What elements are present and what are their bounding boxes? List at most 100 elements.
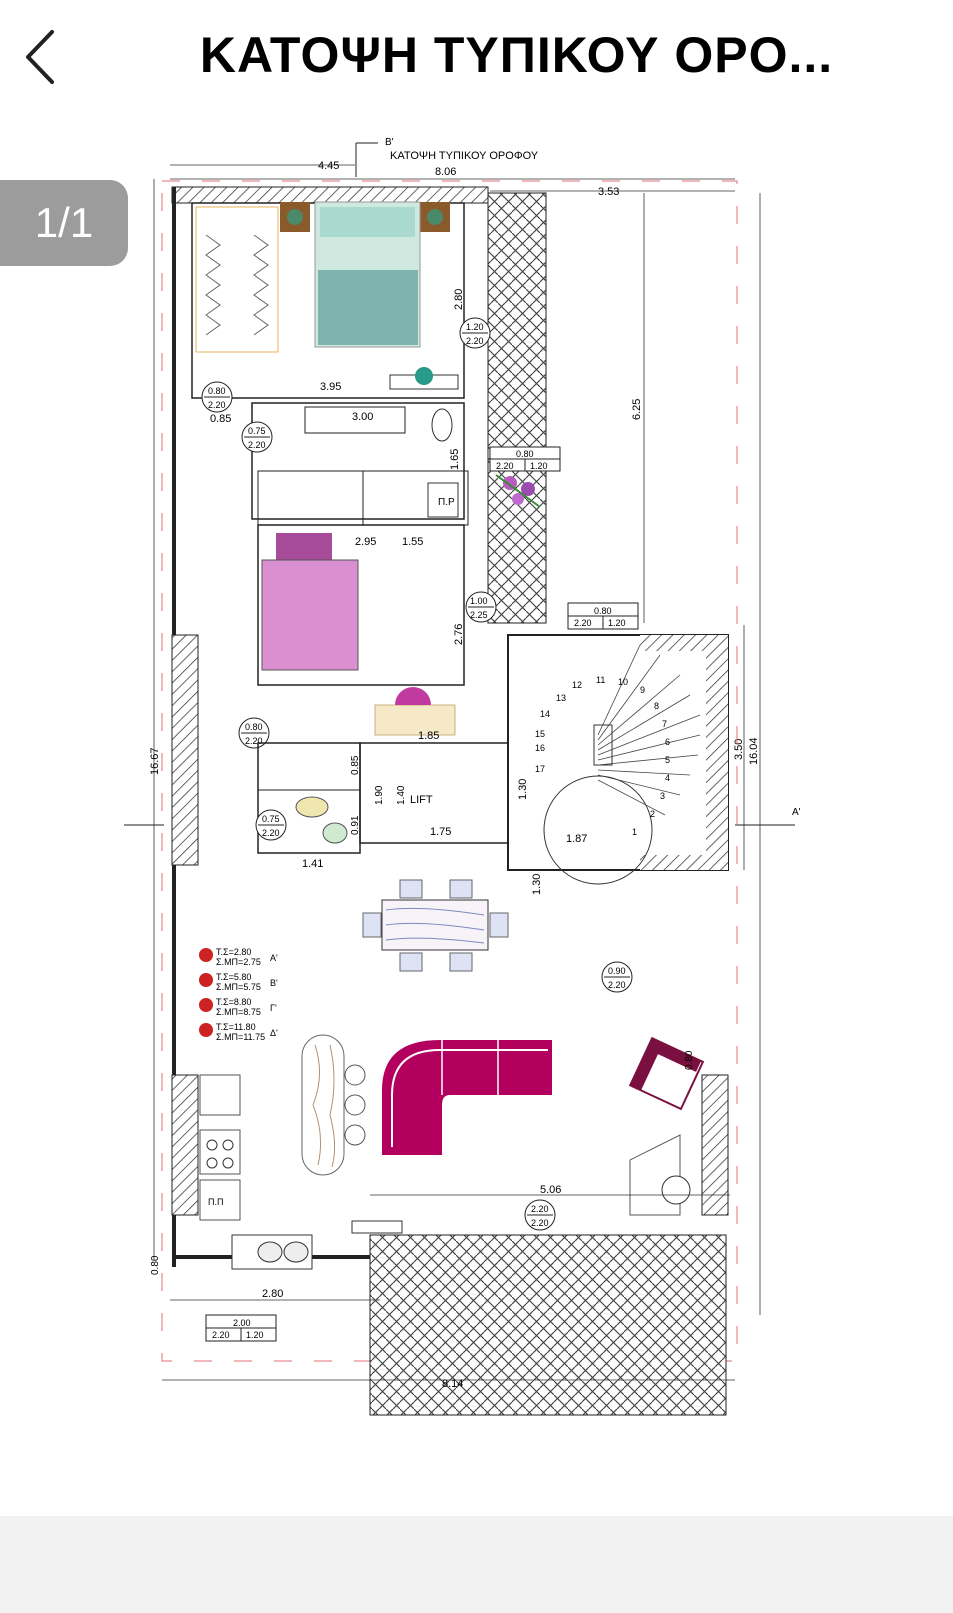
svg-text:Γ': Γ' [270,1003,277,1013]
dim-bedroom-width: 3.95 [320,381,341,393]
svg-text:Σ.ΜΠ=8.75: Σ.ΜΠ=8.75 [216,1007,261,1017]
dim-bottom-814: 8.14 [442,1378,463,1390]
stair-step: 16 [535,743,545,753]
svg-text:0.80: 0.80 [594,606,612,616]
svg-text:Β': Β' [270,978,278,988]
svg-text:1.20: 1.20 [608,618,626,628]
dim-living-080: 0.80 [684,1050,695,1070]
dim-lift-190: 1.90 [374,785,385,805]
dim-top-left: 4.45 [318,160,339,172]
dim-bottom-280: 2.80 [262,1288,283,1300]
stair-step: 8 [654,701,659,711]
dim-bath-width: 3.00 [352,411,373,423]
svg-text:2.20: 2.20 [531,1204,549,1214]
svg-text:1.20: 1.20 [246,1330,264,1340]
dim-corr-185: 1.85 [418,730,439,742]
svg-text:1.00: 1.00 [470,596,488,606]
section-a-label: Α' [792,807,801,818]
svg-text:1.20: 1.20 [466,322,484,332]
svg-text:Α': Α' [270,953,278,963]
svg-text:2.25: 2.25 [470,610,488,620]
dim-stair-130: 1.30 [517,779,529,800]
svg-text:Σ.ΜΠ=2.75: Σ.ΜΠ=2.75 [216,957,261,967]
svg-text:0.80: 0.80 [516,449,534,459]
image-counter-badge: 1/1 [0,180,128,266]
svg-text:2.20: 2.20 [248,440,266,450]
window-spec-box: 0.80 2.20 1.20 [567,602,639,630]
opening-tag: 0.90 2.20 [601,961,633,993]
stair-step: 12 [572,680,582,690]
svg-text:2.20: 2.20 [262,828,280,838]
svg-text:0.80: 0.80 [245,722,263,732]
level-legend: Τ.Σ=2.80 Σ.ΜΠ=2.75 Α' Τ.Σ=5.80 Σ.ΜΠ=5.75… [199,947,278,1042]
dim-room2-height: 2.76 [453,624,465,645]
opening-tag: 0.80 2.20 [201,381,233,413]
stair-step: 5 [665,755,670,765]
dim-top-right: 3.53 [598,186,619,198]
svg-text:Τ.Σ=11.80: Τ.Σ=11.80 [216,1022,256,1032]
section-b-label: Β' [385,137,394,148]
stair-step: 1 [632,827,637,837]
dim-stair-130b: 1.30 [531,874,543,895]
dim-hall-165: 1.65 [449,449,461,470]
stair-step: 7 [662,719,667,729]
stair-step: 9 [640,685,645,695]
svg-text:2.20: 2.20 [531,1218,549,1228]
dim-wc-141: 1.41 [302,858,323,870]
svg-text:Τ.Σ=8.80: Τ.Σ=8.80 [216,997,251,1007]
stair-step: 2 [650,809,655,819]
dim-lift-175: 1.75 [430,826,451,838]
svg-text:2.20: 2.20 [608,980,626,990]
stair-step: 15 [535,729,545,739]
svg-text:Τ.Σ=5.80: Τ.Σ=5.80 [216,972,251,982]
svg-text:Σ.ΜΠ=11.75: Σ.ΜΠ=11.75 [216,1032,265,1042]
stair-step: 17 [535,764,545,774]
stair-step: 10 [618,677,628,687]
plan-heading: ΚΑΤΟΨΗ ΤΥΠΙΚΟΥ ΟΡΟΦΟΥ [390,150,539,162]
opening-tag: 1.00 2.25 [465,591,497,623]
svg-text:0.90: 0.90 [608,966,626,976]
lift-label: LIFT [410,794,433,806]
dim-room2-width2: 1.55 [402,536,423,548]
dim-living-506: 5.06 [540,1184,561,1196]
opening-tag: 0.80 2.20 [238,717,270,749]
opening-tag: 2.20 2.20 [524,1199,556,1231]
stair-step: 11 [596,675,605,685]
dim-left-total: 16.67 [149,747,161,775]
svg-text:2.20: 2.20 [245,736,263,746]
dim-right-stair: 3.50 [733,739,745,760]
dim-bedroom-height: 2.80 [453,289,465,310]
window-spec-box: 2.00 2.20 1.20 [205,1314,277,1342]
svg-text:2.20: 2.20 [466,336,484,346]
dim-wc-085: 0.85 [350,755,361,775]
dim-top-total: 8.06 [435,166,456,178]
dim-right-upper: 6.25 [631,399,643,420]
stair-step: 4 [665,773,670,783]
page-title: ΚΑΤΟΨΗ ΤΥΠΙΚΟΥ ΟΡΟ... [199,27,834,83]
svg-text:0.75: 0.75 [262,814,280,824]
opening-tag: 0.75 2.20 [255,809,287,841]
svg-text:0.80: 0.80 [208,386,226,396]
app-header: ΚΑΤΟΨΗ ΤΥΠΙΚΟΥ ΟΡΟ... [0,0,953,115]
opening-tag: 1.20 2.20 [459,317,491,349]
np-label: Π.Ρ [438,497,455,508]
pp-label: Π.Π [208,1197,224,1207]
svg-text:0.75: 0.75 [248,426,266,436]
floor-plan-image[interactable]: Β' ΚΑΤΟΨΗ ΤΥΠΙΚΟΥ ΟΡΟΦΟΥ 4.45 8.06 3.53 … [120,135,830,1435]
svg-text:2.00: 2.00 [233,1318,251,1328]
svg-text:2.20: 2.20 [212,1330,230,1340]
opening-tag: 0.75 2.20 [241,421,273,453]
chevron-left-icon [26,30,54,84]
svg-text:2.20: 2.20 [496,461,514,471]
svg-text:Τ.Σ=2.80: Τ.Σ=2.80 [216,947,251,957]
back-button[interactable] [22,28,62,86]
stair-step: 3 [660,791,665,801]
stair-step: 14 [540,709,550,719]
dim-room2-width: 2.95 [355,536,376,548]
svg-text:Σ.ΜΠ=5.75: Σ.ΜΠ=5.75 [216,982,261,992]
floor-plan-drawing: Β' ΚΑΤΟΨΗ ΤΥΠΙΚΟΥ ΟΡΟΦΟΥ 4.45 8.06 3.53 … [124,137,801,1416]
bottom-bar [0,1516,953,1613]
svg-text:1.20: 1.20 [530,461,548,471]
dim-wc-091: 0.91 [350,815,361,835]
dim-bath-width2: 0.85 [210,413,231,425]
